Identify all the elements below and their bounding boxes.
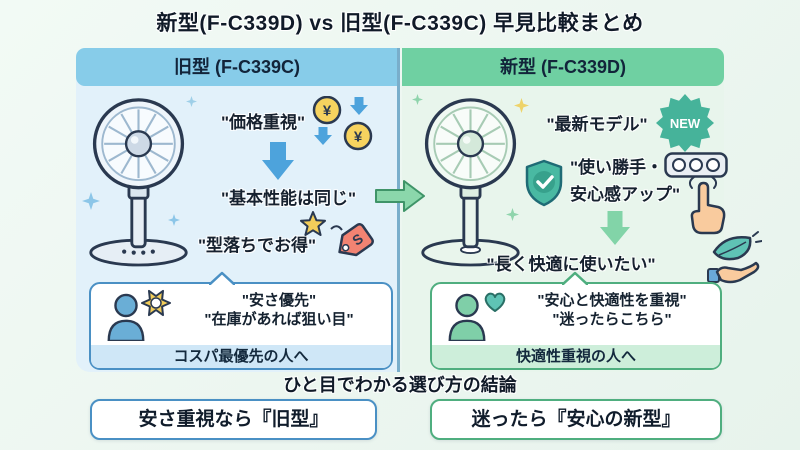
compare-arrow-icon — [374, 179, 426, 213]
bubble-tail — [209, 271, 235, 285]
bargain-label: "型落ちでお得" — [197, 236, 317, 255]
down-arrow-icon — [260, 140, 296, 182]
person-icon — [103, 291, 149, 341]
star-icon — [300, 211, 326, 237]
same-performance-label: "基本性能は同じ" — [220, 189, 357, 208]
new-panel-header: 新型 (F-C339D) — [402, 48, 724, 86]
old-fan-illustration — [86, 92, 191, 270]
svg-text:¥: ¥ — [323, 103, 332, 120]
new-user-bubble: "安心と快適性を重視" "迷ったらこちら" 快適性重視の人へ — [430, 271, 722, 370]
tap-hand-icon — [678, 174, 730, 236]
old-bubble-text: "安さ優先" "在庫があれば狙い目" — [173, 291, 385, 329]
sparkle-icon — [412, 94, 423, 105]
svg-text:NEW: NEW — [670, 116, 701, 131]
price-tag-icon: S — [326, 218, 376, 268]
new-model-panel: 新型 (F-C339D) — [402, 48, 762, 372]
new-bubble-line1: "安心と快適性を重視" — [537, 292, 687, 309]
panel-divider — [397, 48, 400, 372]
sparkle-icon — [186, 96, 197, 107]
latest-model-label: "最新モデル" — [546, 115, 648, 134]
page-title: 新型(F-C339D) vs 旧型(F-C339C) 早見比較まとめ — [156, 12, 644, 35]
person-icon — [444, 291, 490, 341]
new-bubble-line2: "迷ったらこちら" — [552, 311, 672, 328]
conclusion-heading: ひと目でわかる選び方の結論 — [283, 375, 517, 395]
sparkle-icon — [168, 214, 180, 226]
down-arrow-icon — [598, 209, 632, 247]
old-conclusion-box: 安さ重視なら『旧型』 — [90, 399, 377, 440]
heart-icon — [482, 290, 508, 314]
new-fan-illustration — [418, 92, 523, 270]
shield-check-icon — [522, 158, 566, 208]
yen-coins-icon: ¥ ¥ — [312, 96, 376, 152]
comfort-label: "長く快適に使いたい" — [486, 255, 656, 274]
bubble-tail — [562, 271, 588, 285]
old-model-panel: 旧型 (F-C339C) — [76, 48, 398, 372]
usability-label-line1: "使い勝手・ — [570, 158, 664, 177]
old-panel-header: 旧型 (F-C339C) — [76, 48, 398, 86]
old-user-bubble: "安さ優先" "在庫があれば狙い目" コスパ最優先の人へ — [89, 271, 393, 370]
svg-text:¥: ¥ — [354, 129, 363, 146]
new-conclusion-box: 迷ったら『安心の新型』 — [430, 399, 722, 440]
old-bubble-line1: "安さ優先" — [241, 292, 317, 309]
sparkle-icon — [514, 98, 529, 113]
new-badge-icon: NEW — [654, 92, 716, 154]
control-panel-icon — [664, 152, 728, 178]
new-bubble-text: "安心と快適性を重視" "迷ったらこちら" — [508, 291, 716, 329]
price-focus-label: "価格重視" — [220, 113, 306, 132]
leaf-hand-icon — [706, 230, 762, 288]
old-bubble-footer: コスパ最優先の人へ — [91, 345, 391, 368]
old-bubble-line2: "在庫があれば狙い目" — [204, 311, 354, 328]
sparkle-icon — [506, 208, 519, 221]
usability-label: "使い勝手・ 安心感アップ" — [570, 154, 680, 208]
sparkle-icon — [82, 192, 100, 210]
usability-label-line2: 安心感アップ" — [570, 185, 681, 204]
badge-star-icon — [141, 288, 171, 318]
new-bubble-footer: 快適性重視の人へ — [432, 345, 720, 368]
